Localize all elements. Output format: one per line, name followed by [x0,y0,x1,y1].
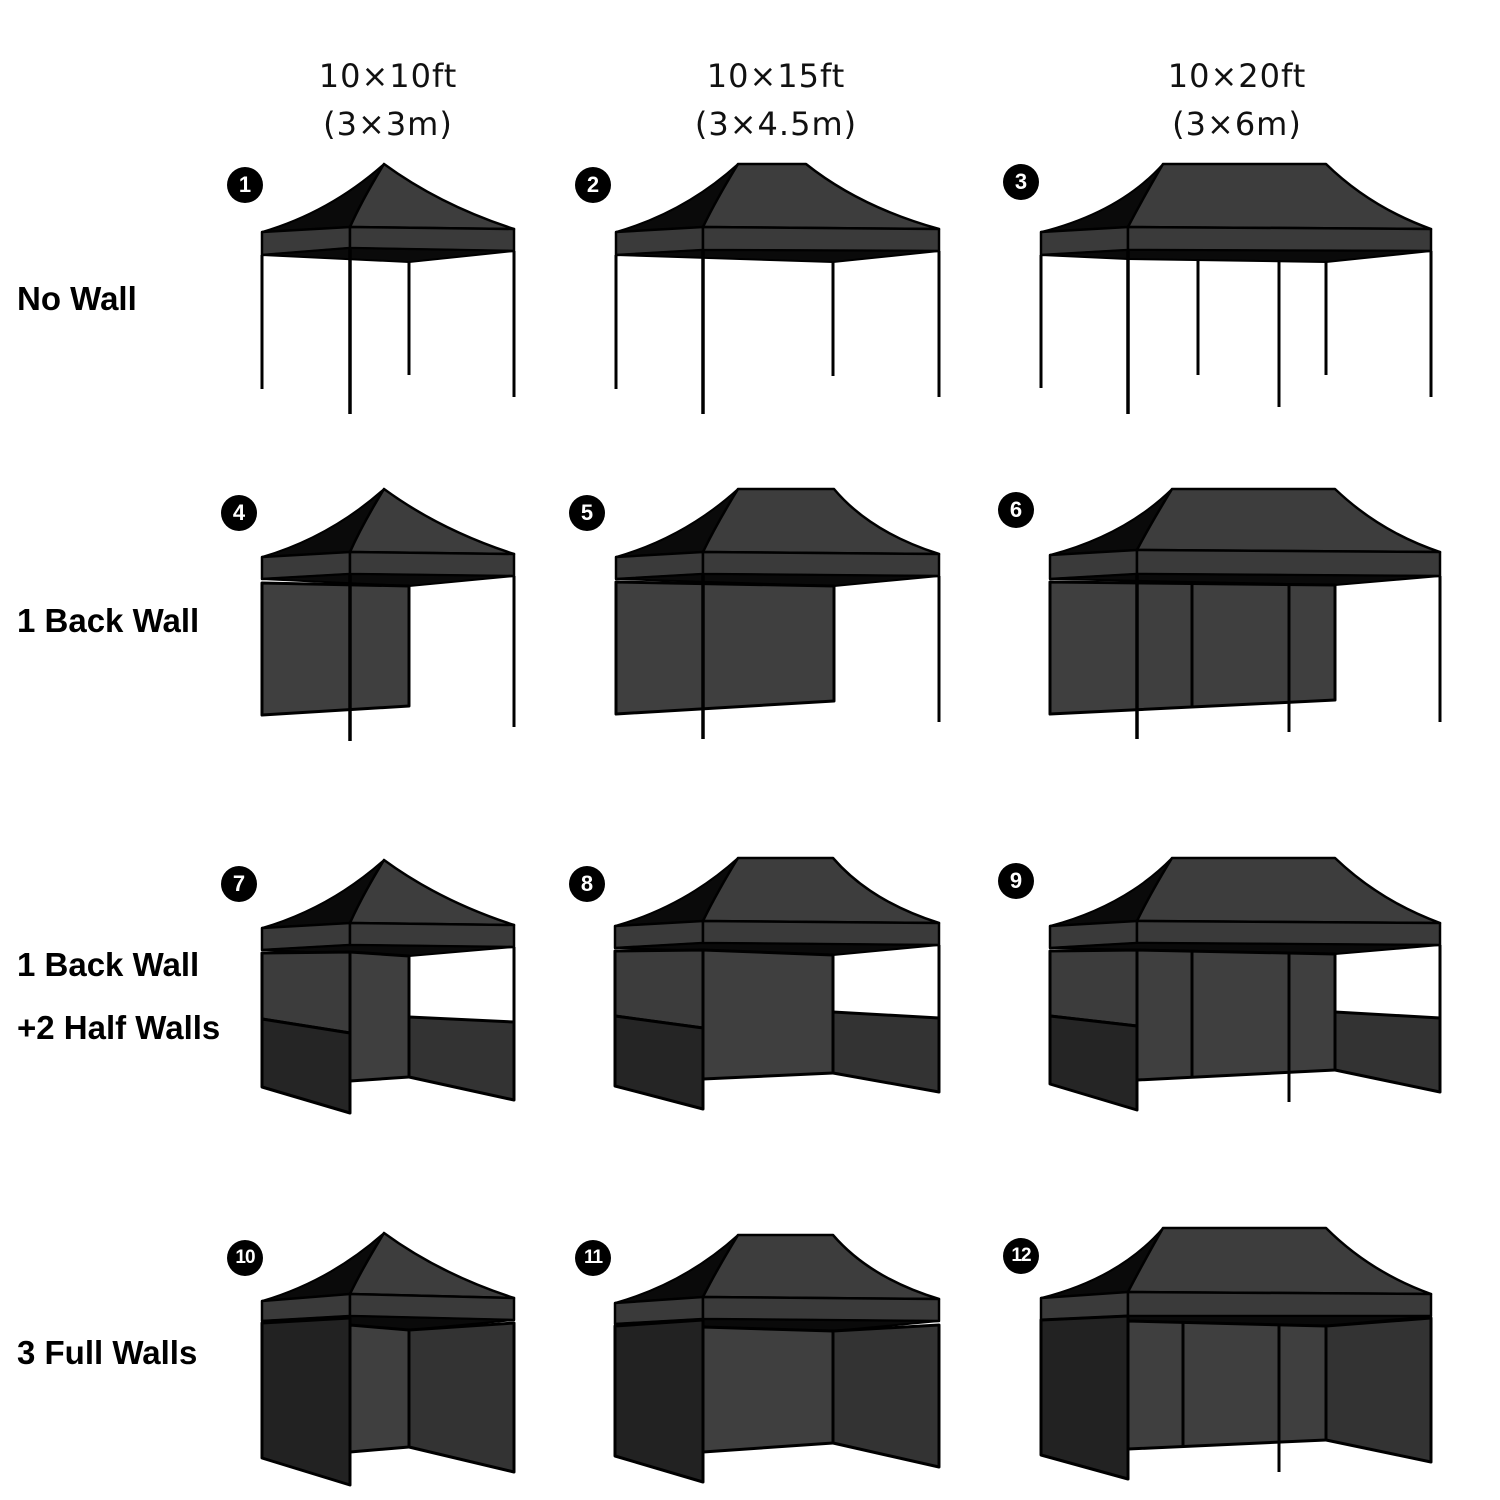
row-label-no-wall: No Wall [17,280,137,317]
tent-10-10x10-full-walls [260,1231,516,1487]
badge-8: 8 [569,866,605,902]
badge-4: 4 [221,495,257,531]
size-m: (3×4.5m) [694,105,858,143]
tent-3-10x20-no-wall [1039,162,1433,414]
back-wall [614,580,836,716]
column-header-10x20: 10×20ft (3×6m) [1087,52,1387,148]
badge-2: 2 [575,167,611,203]
tent-9-10x20-half-walls [1048,856,1442,1112]
row-label-1-back-wall: 1 Back Wall [17,602,200,639]
badge-6: 6 [998,492,1034,528]
row-label-back-wall-half-walls-line1: 1 Back Wall [17,946,200,983]
badge-10: 10 [227,1240,263,1276]
size-ft: 10×10ft [318,57,458,95]
tent-2-10x15-no-wall [614,162,941,414]
badge-1: 1 [227,167,263,203]
tent-5-10x15-back-wall [614,487,941,739]
row-label-3-full-walls: 3 Full Walls [17,1334,198,1371]
back-wall [260,581,411,717]
size-m: (3×6m) [1172,105,1302,143]
row-label-back-wall-half-walls-line2: +2 Half Walls [17,1009,221,1046]
tent-1-10x10-no-wall [260,162,516,414]
badge-11: 11 [575,1240,611,1276]
tent-7-10x10-half-walls [260,858,516,1115]
badge-5: 5 [569,495,605,531]
tent-6-10x20-back-wall [1048,487,1442,739]
column-header-10x10: 10×10ft (3×3m) [238,52,538,148]
size-ft: 10×20ft [1167,57,1307,95]
tent-12-10x20-full-walls [1039,1226,1433,1481]
column-header-10x15: 10×15ft (3×4.5m) [626,52,926,148]
tent-11-10x15-full-walls [613,1233,941,1484]
tent-8-10x15-half-walls [613,856,941,1111]
tent-4-10x10-back-wall [260,487,516,741]
badge-9: 9 [998,863,1034,899]
badge-3: 3 [1003,164,1039,200]
badge-7: 7 [221,866,257,902]
badge-12: 12 [1003,1238,1039,1274]
size-m: (3×3m) [323,105,453,143]
size-ft: 10×15ft [706,57,846,95]
